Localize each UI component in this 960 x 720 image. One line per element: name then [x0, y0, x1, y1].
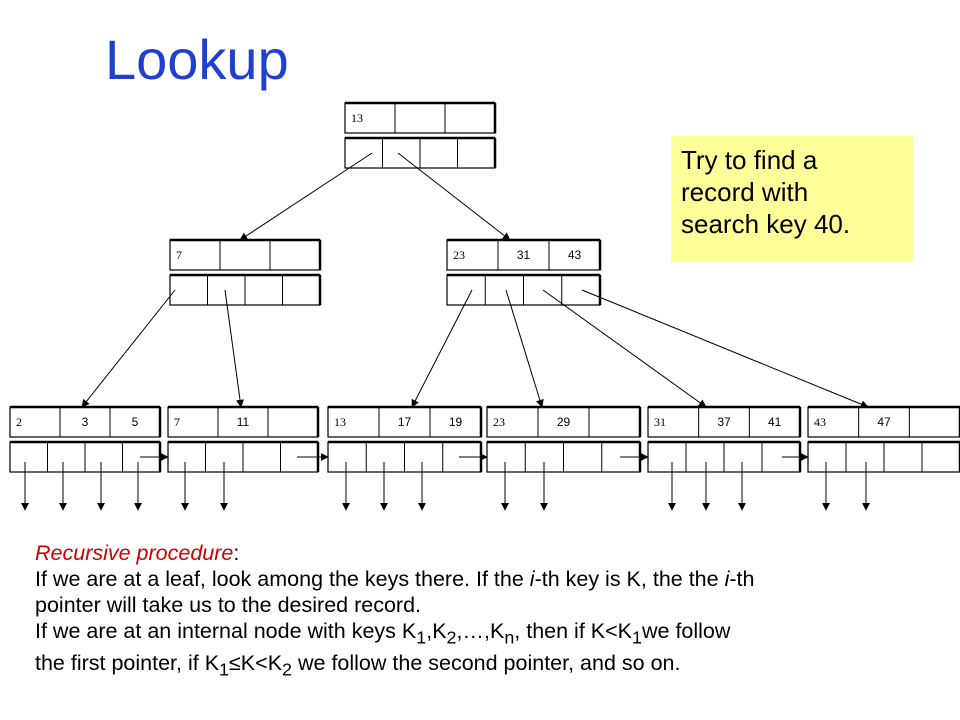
- procedure-description: Recursive procedure: If we are at a leaf…: [35, 540, 945, 683]
- procedure-label: Recursive procedure: [35, 541, 234, 565]
- text-span: ,…,K: [456, 619, 505, 643]
- leaf-node-key: 11: [237, 415, 250, 429]
- internal-node-key: 23: [453, 248, 465, 262]
- procedure-heading: Recursive procedure:: [35, 541, 240, 565]
- subscript: 1: [219, 659, 229, 680]
- text-span: we follow: [641, 619, 731, 643]
- procedure-line: If we are at a leaf, look among the keys…: [35, 566, 945, 592]
- pointer-arrow: [397, 152, 511, 241]
- leaf-node-key: 7: [174, 415, 180, 429]
- leaf-node-key-row: [486, 406, 641, 438]
- text-span: , then if K<K: [514, 619, 633, 643]
- subscript: 2: [446, 627, 457, 648]
- root-node-key-row: [344, 102, 496, 134]
- leaf-node-key: 41: [768, 415, 782, 429]
- pointer-arrow: [411, 289, 473, 408]
- leaf-node-key: 23: [493, 415, 505, 429]
- internal-node-key: 31: [517, 248, 531, 262]
- leaf-node-key: 19: [449, 415, 463, 429]
- internal-node-key-row: [169, 239, 321, 271]
- italic-i: i: [724, 567, 730, 591]
- procedure-line: pointer will take us to the desired reco…: [35, 593, 422, 617]
- text-span: the first pointer, if K: [35, 651, 220, 676]
- internal-node-key: 43: [568, 248, 582, 262]
- text-span: -th: [729, 567, 755, 591]
- text-span: we follow the second pointer, and so on.: [292, 651, 681, 676]
- procedure-line: If we are at an internal node with keys …: [35, 618, 945, 650]
- subscript: 1: [416, 627, 427, 648]
- leaf-node-key-row: [9, 406, 161, 438]
- pointer-arrow: [81, 289, 176, 408]
- leaf-node-key-row: [327, 406, 482, 438]
- pointer-arrow: [224, 289, 244, 408]
- callout-line: record with: [681, 177, 809, 207]
- pointer-arrow: [505, 289, 544, 408]
- leaf-node-key: 43: [814, 415, 826, 429]
- text-span: ,K: [426, 619, 447, 643]
- text-span: If we are at an internal node with keys …: [35, 619, 417, 643]
- leaf-node-key: 29: [557, 415, 571, 429]
- text-span: ≤K<K: [229, 651, 283, 676]
- leaf-node-key-row: [167, 406, 319, 438]
- callout-line: Try to find a: [681, 145, 818, 175]
- pointer-arrow: [542, 289, 707, 408]
- leaf-node-key: 5: [132, 415, 139, 429]
- slide-title: Lookup: [105, 28, 289, 91]
- leaf-node-key: 31: [654, 415, 666, 429]
- internal-node-key: 7: [176, 248, 182, 262]
- pointer-arrow: [239, 152, 373, 241]
- callout-box: Try to find a record with search key 40.: [671, 136, 913, 262]
- leaf-node-key: 13: [334, 415, 346, 429]
- leaf-node-key: 2: [16, 415, 22, 429]
- leaf-node-key: 3: [82, 415, 89, 429]
- internal-node-key-row: [446, 239, 601, 271]
- leaf-node-key: 47: [877, 415, 891, 429]
- pointer-arrow: [581, 289, 869, 408]
- root-node-key: 13: [351, 111, 363, 125]
- text-span: If we are at a leaf, look among the keys…: [35, 567, 530, 591]
- subscript: 1: [632, 627, 642, 648]
- text-span: -th key is K, the the: [534, 567, 725, 591]
- subscript: n: [504, 627, 515, 648]
- subscript: 2: [282, 659, 293, 680]
- leaf-node-key: 37: [717, 415, 731, 429]
- procedure-line: the first pointer, if K1≤K<K2 we follow …: [35, 650, 945, 682]
- leaf-node-key-row: [807, 406, 960, 438]
- leaf-node-key: 17: [398, 415, 412, 429]
- italic-i: i: [529, 567, 535, 591]
- callout-line: search key 40.: [681, 209, 851, 239]
